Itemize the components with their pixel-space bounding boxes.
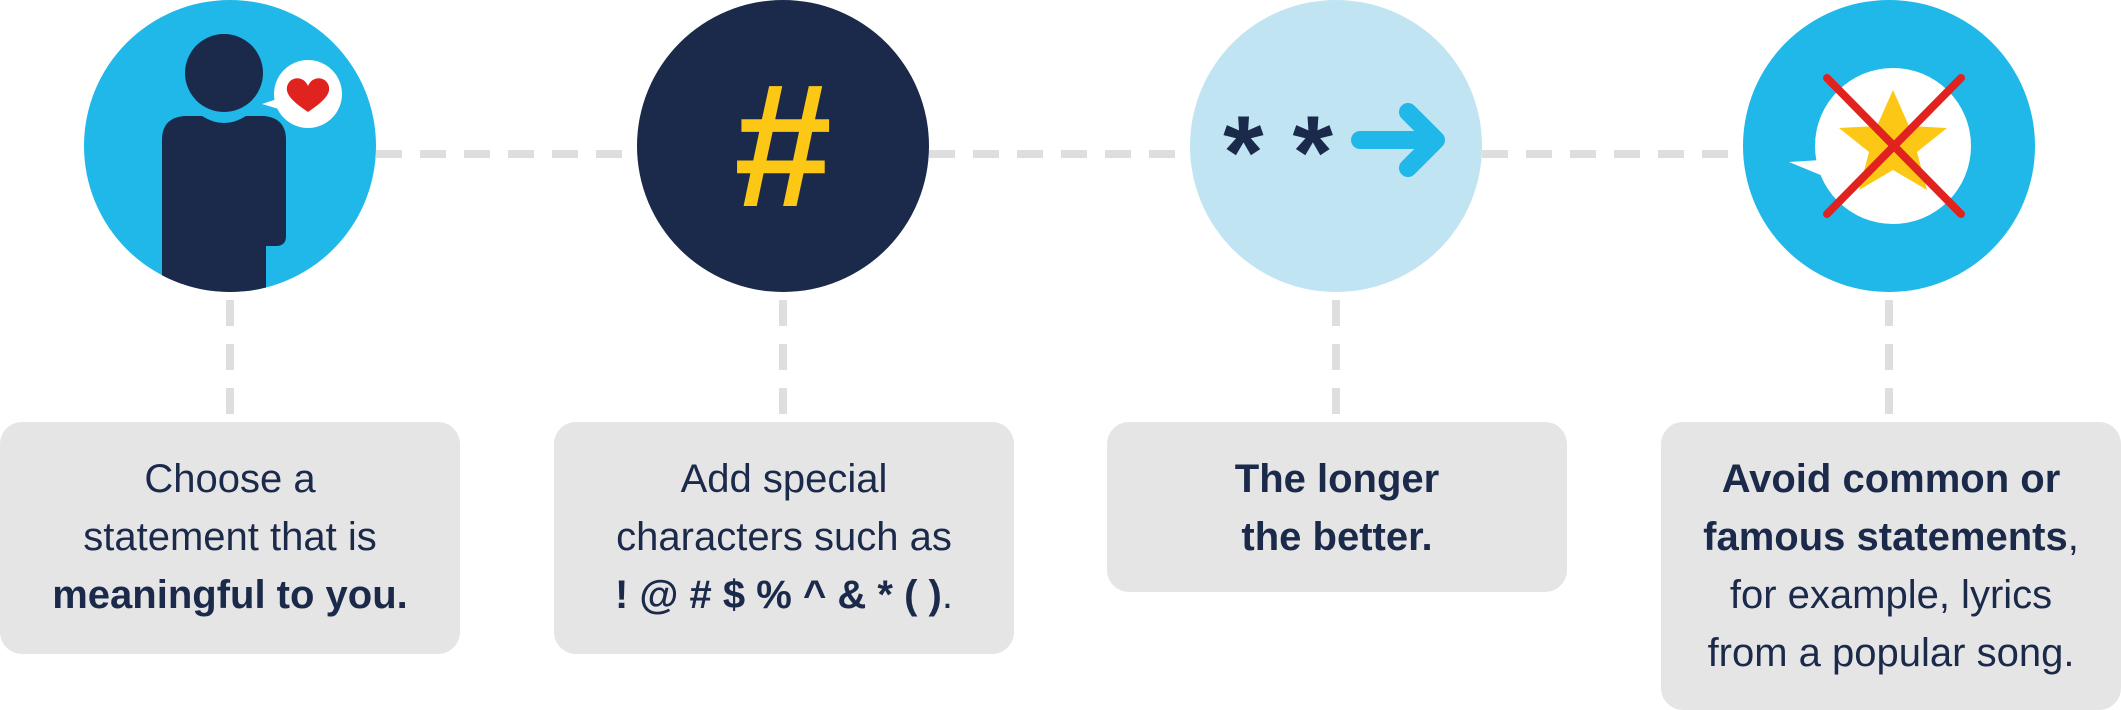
step-3-icon-circle: * * bbox=[1190, 0, 1482, 292]
step-4-card: Avoid common or famous statements, for e… bbox=[1661, 422, 2121, 710]
step-1-icon-circle bbox=[84, 0, 376, 292]
crossed-out-star-speech-bubble-icon bbox=[1789, 68, 1971, 224]
step-4-line-2-bold: famous statements bbox=[1703, 515, 2068, 559]
asterisks-arrow-icon: * * bbox=[1223, 95, 1445, 211]
arrow-right-icon bbox=[1351, 103, 1445, 177]
step-4-icon-circle bbox=[1743, 0, 2035, 292]
step-1-line-2: statement that is bbox=[83, 515, 377, 559]
step-4-line-3: for example, lyrics bbox=[1729, 573, 2053, 617]
step-4-line-1-bold: Avoid common or bbox=[1721, 457, 2061, 501]
hash-symbol-icon: # bbox=[734, 48, 832, 244]
step-2-icon-circle: # bbox=[637, 0, 929, 292]
step-2-card: Add special characters such as ! @ # $ %… bbox=[554, 422, 1014, 654]
step-1-line-1: Choose a bbox=[144, 457, 316, 501]
step-4-line-4: from a popular song. bbox=[1707, 631, 2075, 675]
step-3-line-1-bold: The longer bbox=[1234, 457, 1440, 501]
asterisks-glyph: * * bbox=[1223, 95, 1333, 211]
step-2-line-2: characters such as bbox=[616, 515, 952, 559]
step-2-special-characters: ! @ # $ % ^ & * ( ) bbox=[615, 573, 942, 617]
step-1-line-3-bold: meaningful to you. bbox=[52, 573, 408, 617]
step-2-line-1: Add special bbox=[680, 457, 888, 501]
step-3-line-2-bold: the better. bbox=[1241, 515, 1433, 559]
step-1-card: Choose a statement that is meaningful to… bbox=[0, 422, 460, 654]
step-2-line-3-tail: . bbox=[941, 573, 953, 617]
step-4-line-2-tail: , bbox=[2067, 515, 2079, 559]
step-3-card: The longer the better. bbox=[1107, 422, 1567, 592]
person-with-heart-speech-bubble-icon bbox=[162, 34, 342, 292]
